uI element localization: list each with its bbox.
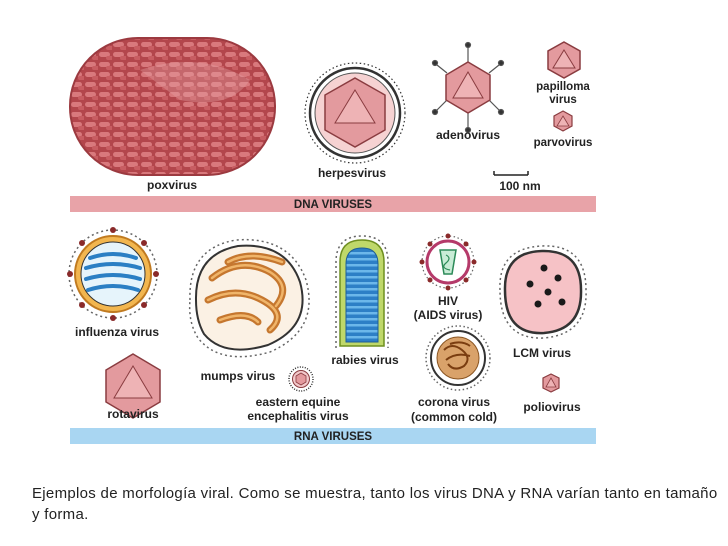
adenovirus-diagram bbox=[431, 41, 505, 134]
poliovirus-label: poliovirus bbox=[523, 400, 581, 414]
eee-label-line1: eastern equine bbox=[256, 395, 341, 409]
mumps-virus-diagram bbox=[188, 238, 310, 358]
rna-band-label: RNA VIRUSES bbox=[294, 431, 372, 443]
parvovirus-diagram bbox=[553, 110, 573, 132]
poliovirus-diagram bbox=[542, 373, 560, 393]
rabies-virus-diagram bbox=[335, 235, 389, 348]
papilloma-virus-diagram bbox=[547, 41, 581, 79]
lcm-virus-diagram bbox=[499, 245, 587, 339]
eastern-equine-encephalitis-diagram bbox=[288, 366, 314, 392]
figure-caption: Ejemplos de morfología viral. Como se mu… bbox=[32, 485, 718, 523]
corona-label-line2: (common cold) bbox=[411, 410, 497, 424]
corona-label-line1: corona virus bbox=[418, 395, 490, 409]
scale-bar-label: 100 nm bbox=[499, 179, 540, 193]
mumps-label: mumps virus bbox=[201, 369, 276, 383]
parvovirus-label: parvovirus bbox=[534, 137, 593, 149]
hiv-diagram bbox=[419, 233, 477, 291]
rotavirus-label: rotavirus bbox=[107, 407, 159, 421]
hiv-label-line2: (AIDS virus) bbox=[414, 308, 483, 322]
scale-bar bbox=[493, 171, 529, 176]
lcm-label: LCM virus bbox=[513, 346, 571, 360]
rotavirus-diagram bbox=[105, 353, 161, 419]
herpesvirus-label: herpesvirus bbox=[318, 166, 386, 180]
dna-band-label: DNA VIRUSES bbox=[294, 199, 372, 211]
poxvirus-label: poxvirus bbox=[147, 178, 197, 192]
influenza-label: influenza virus bbox=[75, 325, 159, 339]
poxvirus-diagram bbox=[69, 37, 276, 176]
influenza-virus-diagram bbox=[67, 227, 159, 321]
eee-label-line2: encephalitis virus bbox=[247, 409, 349, 423]
papilloma-label-line1: papilloma bbox=[536, 81, 590, 93]
adenovirus-label: adenovirus bbox=[436, 128, 500, 142]
coronavirus-diagram bbox=[425, 325, 491, 391]
rabies-label: rabies virus bbox=[331, 353, 399, 367]
virus-morphology-figure: poxvirus herpesvirus adenovirus papillom… bbox=[67, 37, 596, 444]
rna-band bbox=[70, 428, 596, 444]
papilloma-label-line2: virus bbox=[549, 94, 577, 106]
hiv-label-line1: HIV bbox=[438, 294, 458, 308]
herpesvirus-diagram bbox=[304, 62, 406, 164]
dna-band bbox=[70, 196, 596, 212]
